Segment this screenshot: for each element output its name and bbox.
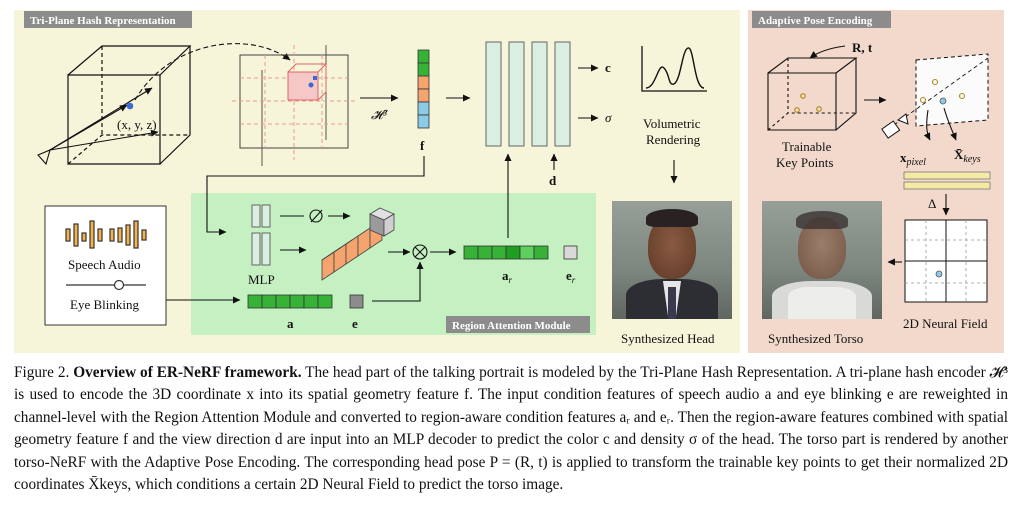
multiply-icon: [412, 244, 428, 260]
adaptive-header: [752, 11, 891, 28]
condition-input-box: [44, 205, 167, 326]
feature-a-label: a: [287, 316, 294, 331]
mlp-label: MLP: [248, 272, 275, 287]
attention-weight-vector: [321, 207, 395, 281]
d-label: d: [549, 173, 557, 188]
feature-f-label: f: [420, 138, 425, 153]
caption-text: The head part of the talking portrait is…: [14, 364, 1009, 494]
f-to-region-arrow: [206, 156, 425, 236]
c-label: c: [605, 60, 611, 75]
neural-field-grid: [904, 219, 988, 303]
caption-title: Overview of ER-NeRF framework.: [73, 364, 302, 381]
projection-arrow-2: [943, 107, 957, 141]
volumetric-label-2: Rendering: [646, 132, 701, 147]
delta-label: Δ: [928, 196, 936, 211]
figure-diagram: Tri-Plane Hash Representation Adaptive P…: [14, 10, 1004, 353]
projection-plane: [893, 53, 989, 127]
triplane-header-text: Tri-Plane Hash Representation: [30, 15, 176, 27]
camera-rays: [37, 87, 159, 166]
density-plot: [641, 46, 707, 92]
multiply-cross: [414, 246, 426, 258]
eye-blinking-label: Eye Blinking: [70, 297, 139, 312]
sigma-label: σ: [605, 110, 612, 125]
feature-er-label: er: [566, 268, 576, 285]
synthesized-torso-image: [762, 201, 882, 319]
keypoint-cube: [767, 57, 858, 131]
encoding-bar-1: [903, 171, 991, 180]
feature-er-vector: [563, 245, 578, 260]
attention-mlp: [251, 204, 271, 266]
synthesized-head-image: [612, 201, 732, 319]
camera-icon: [881, 113, 909, 139]
pose-arrow: [809, 45, 846, 59]
feature-f-vector: [417, 49, 430, 129]
triplane-header: [24, 11, 192, 28]
eye-blink-slider-icon: [66, 279, 146, 291]
caption-lead: Figure 2.: [14, 364, 74, 381]
volumetric-label-1: Volumetric: [643, 116, 701, 131]
feature-e-vector: [349, 294, 364, 309]
tri-plane: [232, 45, 356, 166]
feature-e-label: e: [352, 316, 358, 331]
figure-caption: Figure 2. Overview of ER-NeRF framework.…: [14, 362, 1008, 496]
pose-label: R, t: [852, 40, 873, 55]
xpixel-label: xpixel: [900, 150, 926, 168]
adaptive-header-text: Adaptive Pose Encoding: [758, 15, 873, 27]
features-to-mul-arrow: [372, 261, 424, 302]
query-arrow: [134, 43, 291, 101]
speech-audio-label: Speech Audio: [68, 257, 141, 272]
phi-slash: [310, 209, 323, 223]
encoding-bar-2: [903, 181, 991, 190]
xkeys-label: X̄keys: [954, 147, 981, 165]
synth-head-label: Synthesized Head: [621, 331, 715, 346]
phi-icon: [309, 209, 323, 223]
neural-field-label: 2D Neural Field: [903, 316, 988, 331]
mlp-decoder: [485, 41, 571, 147]
projection-arrow-1: [923, 109, 931, 141]
trainable-label-2: Key Points: [776, 155, 833, 170]
feature-ar-label: ar: [502, 268, 513, 285]
region-header: [446, 316, 590, 333]
trainable-label-1: Trainable: [782, 139, 832, 154]
sample-point: [126, 102, 134, 110]
feature-ar-vector: [463, 245, 549, 260]
coordinate-cube: [67, 45, 192, 165]
hash-encoder-label: 𝓗³: [371, 107, 388, 122]
coord-label: (x, y, z): [117, 117, 157, 132]
synth-torso-label: Synthesized Torso: [768, 331, 863, 346]
feature-a-vector: [247, 294, 333, 309]
keypoint-dots: [794, 93, 822, 113]
region-header-text: Region Attention Module: [452, 320, 571, 332]
audio-waveform-icon: [65, 220, 147, 249]
